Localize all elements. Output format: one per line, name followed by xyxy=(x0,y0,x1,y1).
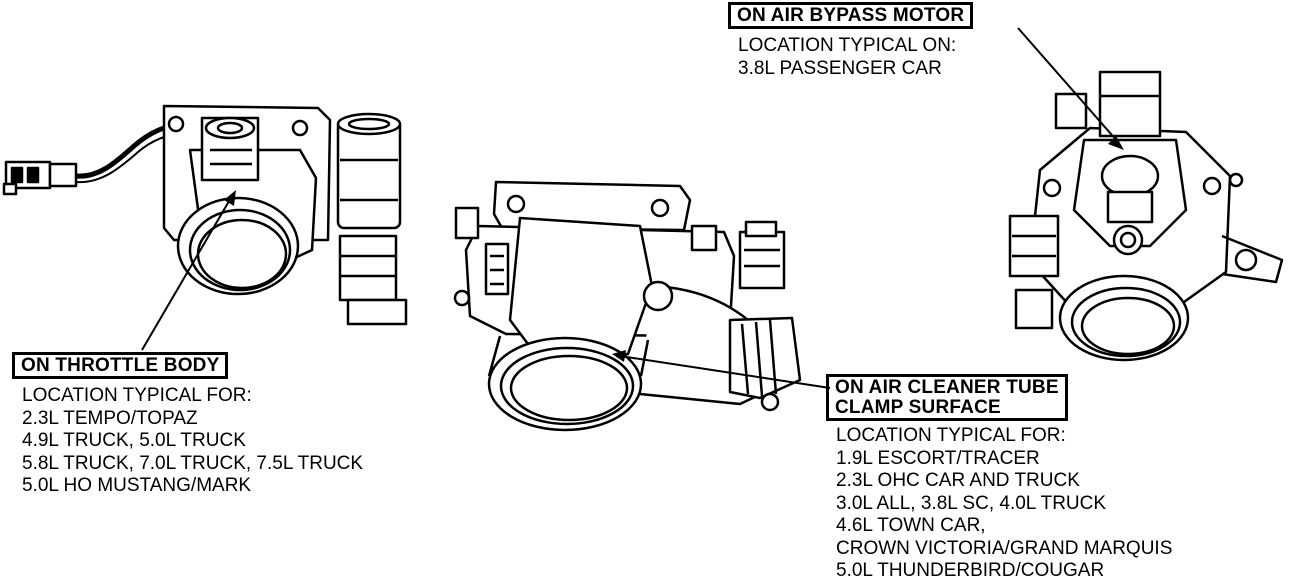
callout-heading-air-cleaner-tube: ON AIR CLEANER TUBE CLAMP SURFACE xyxy=(826,374,1068,421)
arrowhead-air-cleaner xyxy=(612,350,626,362)
callout-lines-air-cleaner-tube: LOCATION TYPICAL FOR: 1.9L ESCORT/TRACER… xyxy=(836,425,1172,583)
location-line: 4.9L TRUCK, 5.0L TRUCK xyxy=(22,430,246,451)
location-line: LOCATION TYPICAL FOR: xyxy=(22,385,252,406)
throttle-body-illustration xyxy=(2,104,408,326)
leader-lines xyxy=(141,27,1124,389)
air-bypass-motor-illustration xyxy=(1008,70,1284,362)
air-cleaner-tube-illustration xyxy=(453,180,802,432)
callout-air-cleaner-tube: ON AIR CLEANER TUBE CLAMP SURFACE LOCATI… xyxy=(826,374,1172,583)
location-line: LOCATION TYPICAL ON: xyxy=(738,35,957,56)
callout-throttle-body: ON THROTTLE BODY LOCATION TYPICAL FOR: 2… xyxy=(12,352,363,498)
location-line: 3.0L ALL, 3.8L SC, 4.0L TRUCK xyxy=(836,492,1107,514)
callout-lines-air-bypass-motor: LOCATION TYPICAL ON: 3.8L PASSENGER CAR xyxy=(738,35,973,80)
heading-line: ON AIR BYPASS MOTOR xyxy=(737,5,965,26)
leader-line-air-bypass xyxy=(1017,27,1119,143)
arrowhead-throttle-body xyxy=(224,190,236,206)
heading-line: ON THROTTLE BODY xyxy=(21,355,220,376)
leader-line-throttle-body xyxy=(141,195,233,351)
location-line: 1.9L ESCORT/TRACER xyxy=(836,447,1040,469)
location-line: 4.6L TOWN CAR, xyxy=(836,515,986,536)
location-line: CROWN VICTORIA/GRAND MARQUIS xyxy=(836,537,1173,559)
location-line: 5.0L THUNDERBIRD/COUGAR xyxy=(836,560,1105,581)
callout-heading-throttle-body: ON THROTTLE BODY xyxy=(12,352,229,379)
location-line: 2.3L TEMPO/TOPAZ xyxy=(22,407,198,429)
callout-air-bypass-motor: ON AIR BYPASS MOTOR LOCATION TYPICAL ON:… xyxy=(728,2,974,80)
location-line: 3.8L PASSENGER CAR xyxy=(738,57,942,79)
callout-heading-air-bypass-motor: ON AIR BYPASS MOTOR xyxy=(728,2,974,29)
location-line: 2.3L OHC CAR AND TRUCK xyxy=(836,470,1080,491)
callout-lines-throttle-body: LOCATION TYPICAL FOR: 2.3L TEMPO/TOPAZ 4… xyxy=(22,385,363,498)
heading-line: CLAMP SURFACE xyxy=(835,397,1001,418)
location-line: 5.8L TRUCK, 7.0L TRUCK, 7.5L TRUCK xyxy=(22,452,364,474)
location-line: LOCATION TYPICAL FOR: xyxy=(836,425,1066,446)
leader-line-air-cleaner xyxy=(619,355,831,389)
location-line: 5.0L HO MUSTANG/MARK xyxy=(22,475,252,496)
arrowhead-air-bypass xyxy=(1108,136,1124,150)
heading-line: ON AIR CLEANER TUBE xyxy=(835,377,1059,398)
